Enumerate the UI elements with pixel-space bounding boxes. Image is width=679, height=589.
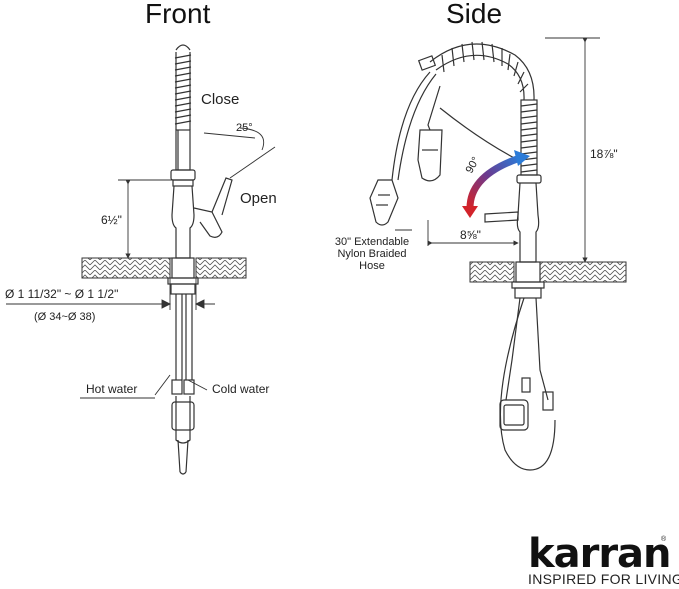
brand-tagline: INSPIRED FOR LIVING <box>528 571 679 587</box>
hose-label-line: Hose <box>359 260 385 272</box>
front-spring <box>174 44 192 130</box>
side-spring <box>417 41 535 101</box>
side-view-title: Side <box>446 0 503 29</box>
side-faucet <box>369 41 556 471</box>
front-faucet <box>167 44 233 475</box>
hole-diameter-label: Ø 1 11/32" ~ Ø 1 1/2" <box>5 287 119 301</box>
hot-water-label: Hot water <box>86 382 138 396</box>
total-height-label: 18⅞" <box>590 147 618 161</box>
front-dimensions <box>6 127 276 399</box>
side-countertop <box>469 261 627 283</box>
open-position-label: Open <box>240 190 277 207</box>
registered-mark: ® <box>661 536 667 543</box>
front-height-label: 6½" <box>101 213 122 227</box>
hose-label: 30" Extendable Nylon Braided Hose <box>322 236 422 272</box>
hole-diameter-metric-label: (Ø 34~Ø 38) <box>34 311 96 323</box>
brand-logo: karran <box>528 531 672 577</box>
close-position-label: Close <box>201 91 240 108</box>
front-countertop <box>81 257 247 279</box>
cold-water-label: Cold water <box>212 382 270 396</box>
front-view-title: Front <box>145 0 211 29</box>
rotation-arrow <box>462 150 530 218</box>
hose-label-line: Nylon Braided <box>337 248 407 260</box>
open-angle-label: 25° <box>236 122 253 134</box>
hose-label-line: 30" Extendable <box>334 236 410 248</box>
side-dimensions <box>395 37 600 263</box>
reach-label: 8⅝" <box>460 228 481 242</box>
